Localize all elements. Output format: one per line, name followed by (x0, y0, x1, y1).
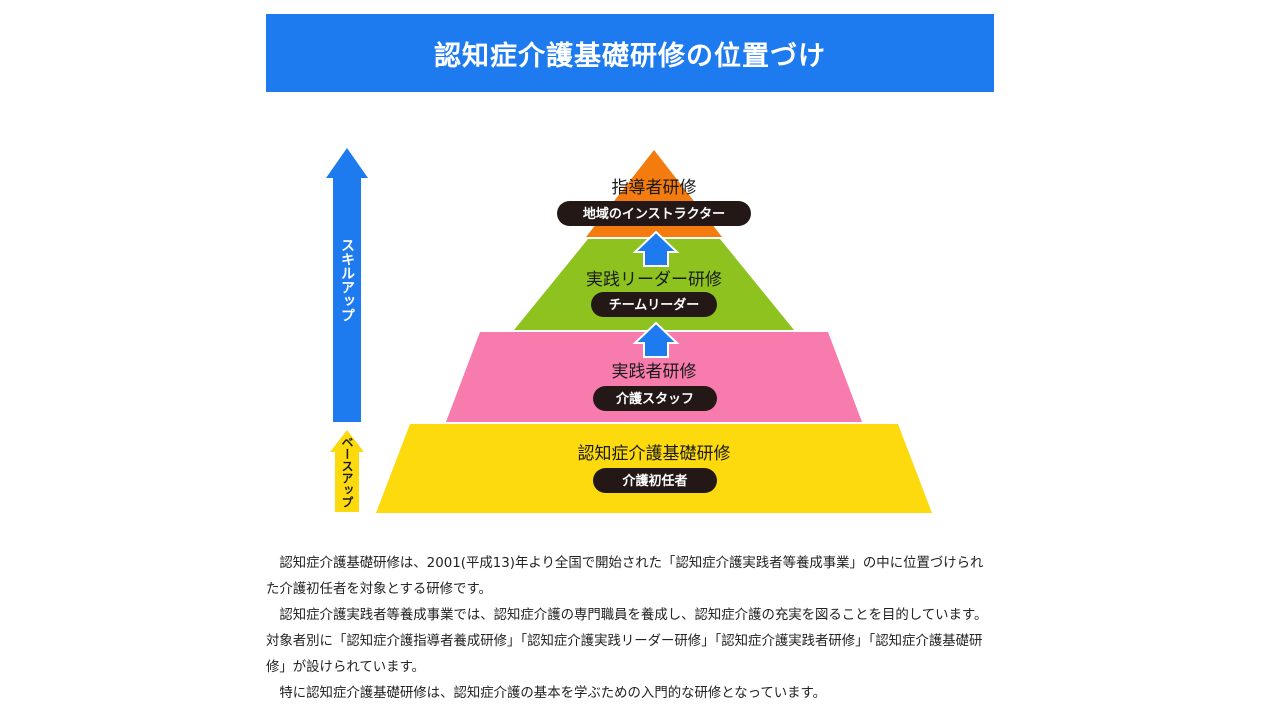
description-paragraph: 認知症介護基礎研修は、2001(平成13)年より全国で開始された「認知症介護実践… (266, 556, 984, 597)
base-up-label: ベースアップ (340, 436, 354, 508)
pill-background (591, 292, 717, 317)
description-text: 認知症介護基礎研修は、2001(平成13)年より全国で開始された「認知症介護実践… (266, 551, 994, 707)
level-title-leader: 実践リーダー研修 (586, 270, 722, 290)
description-paragraph: 認知症介護実践者等養成事業では、認知症介護の専門職員を養成し、認知症介護の充実を… (266, 608, 988, 675)
pyramid-level-upper (514, 239, 794, 330)
role-pill-instructor: 地域のインストラクター (557, 201, 751, 226)
description-paragraph: 特に認知症介護基礎研修は、認知症介護の基本を学ぶための入門的な研修となっています… (279, 686, 826, 701)
pill-background (557, 201, 751, 226)
title-banner: 認知症介護基礎研修の位置づけ (266, 14, 994, 92)
skill-up-arrow: スキルアップ (326, 148, 368, 422)
base-up-arrow: ベースアップ (330, 430, 364, 512)
level-title-practitioner: 実践者研修 (612, 362, 697, 382)
role-label: 地域のインストラクター (583, 206, 725, 222)
level-up-arrow (632, 230, 680, 267)
skill-up-label: スキルアップ (339, 238, 355, 322)
role-label: 介護スタッフ (615, 391, 694, 407)
level-title-instructor: 指導者研修 (612, 178, 697, 198)
base-up-arrow-shape (330, 430, 364, 512)
role-label: 介護初任者 (621, 473, 687, 489)
page-title: 認知症介護基礎研修の位置づけ (434, 40, 826, 72)
level-title-basic: 認知症介護基礎研修 (578, 444, 731, 464)
skill-up-arrow-shape (326, 148, 368, 422)
role-pill-basic: 介護初任者 (593, 468, 717, 493)
level-up-arrow (632, 321, 680, 358)
role-pill-leader: チームリーダー (591, 292, 717, 317)
role-pill-practitioner: 介護スタッフ (593, 386, 717, 411)
role-label: チームリーダー (609, 297, 700, 313)
pill-background (593, 386, 717, 411)
pyramid-level-middle (446, 332, 862, 422)
pill-background (593, 468, 717, 493)
